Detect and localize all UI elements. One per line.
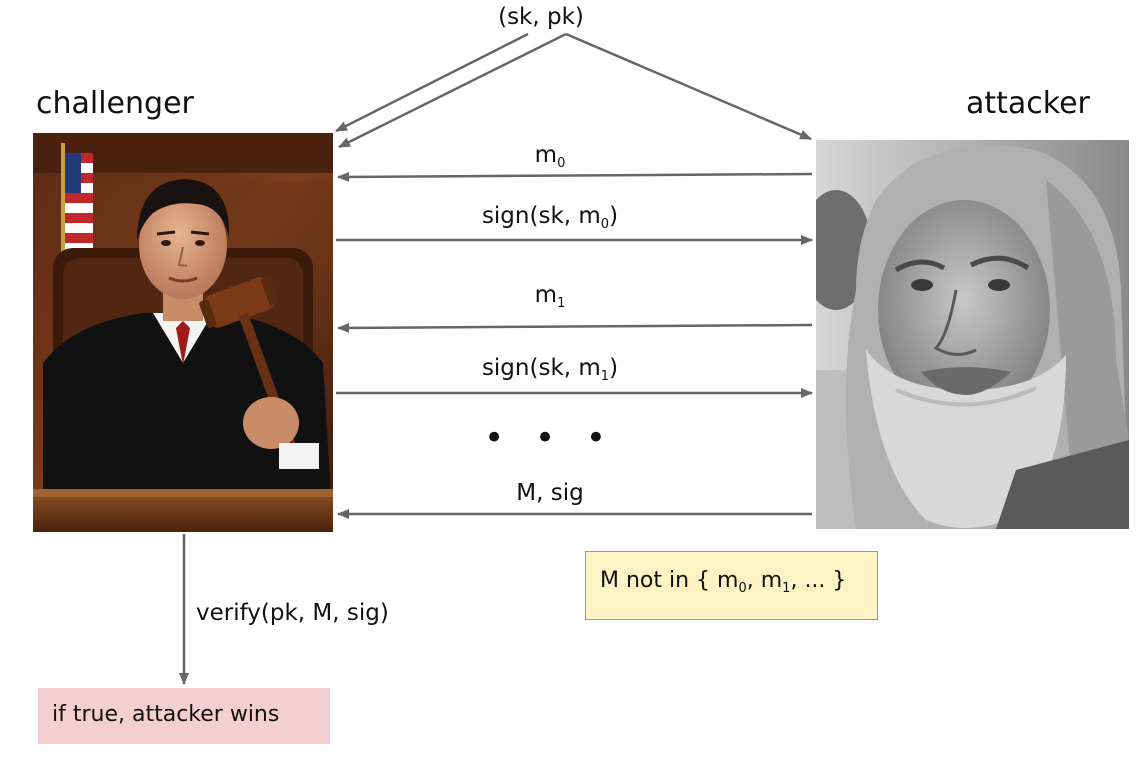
result-label: if true, attacker wins	[52, 702, 280, 727]
m1-base: m	[534, 282, 558, 308]
pk-to-attacker-arrow	[565, 32, 812, 141]
sign-m1-sub: 1	[600, 369, 610, 384]
m0-base: m	[534, 142, 558, 168]
condition-suffix: , ... }	[790, 568, 847, 593]
m0-arrow	[337, 171, 813, 182]
attacker-label: attacker	[966, 86, 1090, 121]
judge-icon	[33, 133, 333, 532]
condition-mid: , m	[746, 568, 783, 593]
keypair-label: (sk, pk)	[498, 4, 584, 30]
result-box: if true, attacker wins	[38, 688, 330, 744]
condition-sub1: 1	[782, 581, 791, 596]
condition-sub0: 0	[738, 581, 747, 596]
message-m1-label: m1	[500, 282, 600, 311]
sign-m0-suffix: )	[609, 203, 619, 229]
forgery-label: M, sig	[516, 480, 584, 506]
verify-label: verify(pk, M, sig)	[196, 600, 389, 626]
challenger-photo	[33, 133, 333, 532]
m1-sub: 1	[557, 296, 566, 311]
m1-arrow	[337, 322, 813, 333]
signature-m0-label: sign(sk, m0)	[430, 203, 670, 232]
sign-m1-suffix: )	[609, 355, 619, 381]
signature-m1-label: sign(sk, m1)	[430, 355, 670, 384]
sign-m0-prefix: sign(sk, m	[481, 203, 601, 229]
sk-to-challenger-arrow	[335, 32, 529, 133]
m0-sub: 0	[557, 156, 566, 171]
challenger-label: challenger	[36, 86, 194, 121]
message-m0-label: m0	[500, 142, 600, 171]
ellipsis-label: • • •	[484, 418, 616, 458]
bearded-man-icon	[816, 140, 1129, 529]
condition-box: M not in { m0, m1, ... }	[585, 551, 878, 620]
sign-m1-prefix: sign(sk, m	[481, 355, 601, 381]
attacker-photo	[816, 140, 1129, 529]
sign-m0-sub: 0	[600, 217, 610, 232]
condition-prefix: M not in { m	[600, 568, 739, 593]
pk-to-challenger-arrow	[338, 32, 567, 149]
